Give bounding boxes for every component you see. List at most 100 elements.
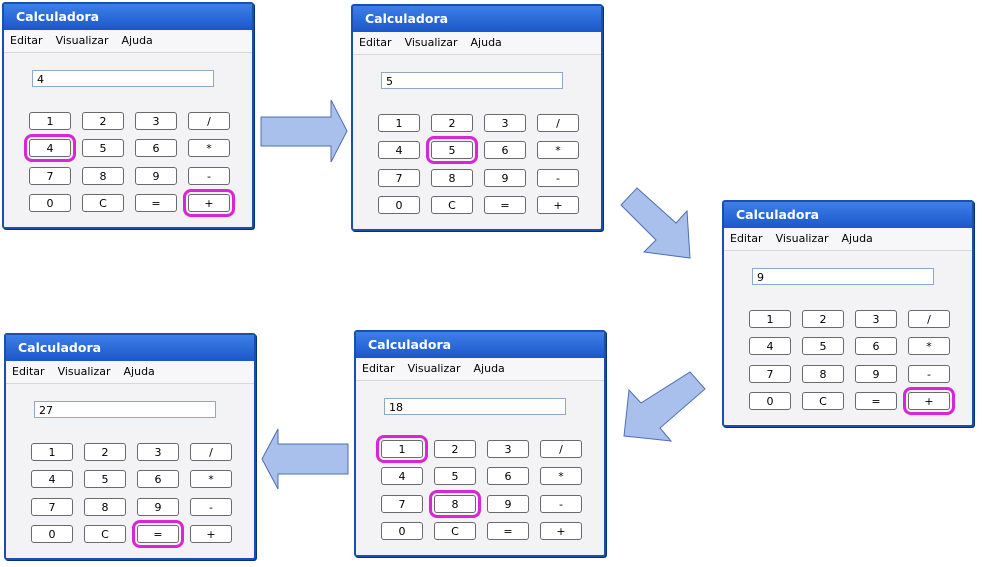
key-button[interactable]: = — [855, 392, 897, 410]
key-button[interactable]: 3 — [855, 310, 897, 328]
menu-item-editar[interactable]: Editar — [730, 232, 763, 245]
display-field: 9 — [752, 268, 934, 285]
key-button[interactable]: 3 — [484, 114, 526, 132]
key-button[interactable]: 5 — [84, 470, 126, 488]
key-button[interactable]: C — [84, 525, 126, 543]
key-button[interactable]: 1 — [376, 435, 428, 463]
key-button[interactable]: * — [537, 141, 579, 159]
key-button[interactable]: 1 — [749, 310, 791, 328]
key-button[interactable]: 9 — [484, 169, 526, 187]
key-button[interactable]: 3 — [135, 112, 177, 130]
menu-item-ajuda[interactable]: Ajuda — [473, 362, 505, 375]
menu-item-visualizar[interactable]: Visualizar — [57, 365, 111, 378]
key-button[interactable]: - — [908, 365, 950, 383]
key-button[interactable]: 1 — [31, 443, 73, 461]
menu-item-ajuda[interactable]: Ajuda — [121, 34, 153, 47]
key-button[interactable]: / — [190, 443, 232, 461]
key-button[interactable]: + — [537, 196, 579, 214]
key-button[interactable]: 7 — [381, 495, 423, 513]
menu-item-visualizar[interactable]: Visualizar — [55, 34, 109, 47]
key-button[interactable]: C — [434, 522, 476, 540]
key-button[interactable]: 9 — [135, 167, 177, 185]
key-button[interactable]: 2 — [802, 310, 844, 328]
key-button[interactable]: 4 — [31, 470, 73, 488]
key-button[interactable]: - — [540, 495, 582, 513]
key-button[interactable]: 7 — [749, 365, 791, 383]
key-button[interactable]: 8 — [802, 365, 844, 383]
key-button[interactable]: C — [82, 194, 124, 212]
menu-item-ajuda[interactable]: Ajuda — [841, 232, 873, 245]
key-button[interactable]: 7 — [29, 167, 71, 185]
key-button[interactable]: 2 — [84, 443, 126, 461]
key-button[interactable]: 6 — [487, 467, 529, 485]
key-button[interactable]: 1 — [378, 114, 420, 132]
key-button[interactable]: 4 — [381, 467, 423, 485]
key-button[interactable]: 0 — [31, 525, 73, 543]
key-button[interactable]: / — [908, 310, 950, 328]
key-button[interactable]: 5 — [802, 337, 844, 355]
key-button[interactable]: 7 — [378, 169, 420, 187]
key-button[interactable]: 6 — [855, 337, 897, 355]
key-button[interactable]: 6 — [137, 470, 179, 488]
menu-item-visualizar[interactable]: Visualizar — [404, 36, 458, 49]
key-button[interactable]: 8 — [429, 490, 481, 518]
key-button[interactable]: * — [190, 470, 232, 488]
menu-item-ajuda[interactable]: Ajuda — [123, 365, 155, 378]
key-button[interactable]: / — [537, 114, 579, 132]
key-button[interactable]: / — [188, 112, 230, 130]
key-button[interactable]: + — [903, 387, 955, 415]
key-button[interactable]: 5 — [82, 139, 124, 157]
key-button[interactable]: - — [188, 167, 230, 185]
key-button[interactable]: = — [135, 194, 177, 212]
key-button[interactable]: 0 — [378, 196, 420, 214]
key-button[interactable]: = — [132, 520, 184, 548]
menu-item-editar[interactable]: Editar — [10, 34, 43, 47]
key-button[interactable]: 8 — [82, 167, 124, 185]
key-button[interactable]: 3 — [487, 440, 529, 458]
menu-item-editar[interactable]: Editar — [12, 365, 45, 378]
key-button[interactable]: * — [188, 139, 230, 157]
key-button[interactable]: 4 — [749, 337, 791, 355]
key-button[interactable]: 6 — [135, 139, 177, 157]
key-button[interactable]: + — [540, 522, 582, 540]
key-button[interactable]: 0 — [749, 392, 791, 410]
key-button[interactable]: 2 — [434, 440, 476, 458]
key-button[interactable]: 6 — [484, 141, 526, 159]
key-button[interactable]: 7 — [31, 498, 73, 516]
key-button[interactable]: 2 — [431, 114, 473, 132]
key-button[interactable]: 4 — [24, 134, 76, 162]
key-button[interactable]: 9 — [487, 495, 529, 513]
key-button[interactable]: * — [540, 467, 582, 485]
key-button[interactable]: 4 — [378, 141, 420, 159]
key-button[interactable]: 2 — [82, 112, 124, 130]
key-button[interactable]: 1 — [29, 112, 71, 130]
key-button[interactable]: * — [908, 337, 950, 355]
key-button[interactable]: / — [540, 440, 582, 458]
arrow-right — [260, 99, 348, 163]
menu-bar: Editar Visualizar Ajuda — [353, 32, 601, 55]
key-button[interactable]: 9 — [855, 365, 897, 383]
menu-item-visualizar[interactable]: Visualizar — [775, 232, 829, 245]
key-button[interactable]: = — [487, 522, 529, 540]
key-button[interactable]: 5 — [434, 467, 476, 485]
key-button[interactable]: C — [802, 392, 844, 410]
key-button[interactable]: 0 — [29, 194, 71, 212]
key-button[interactable]: 5 — [426, 136, 478, 164]
menu-item-ajuda[interactable]: Ajuda — [470, 36, 502, 49]
key-button[interactable]: C — [431, 196, 473, 214]
key-button[interactable]: = — [484, 196, 526, 214]
menu-item-visualizar[interactable]: Visualizar — [407, 362, 461, 375]
key-button[interactable]: - — [537, 169, 579, 187]
key-button[interactable]: + — [183, 189, 235, 217]
key-button[interactable]: 3 — [137, 443, 179, 461]
key-button[interactable]: 0 — [381, 522, 423, 540]
key-button[interactable]: 8 — [431, 169, 473, 187]
key-button[interactable]: 9 — [137, 498, 179, 516]
key-button[interactable]: + — [190, 525, 232, 543]
menu-item-editar[interactable]: Editar — [362, 362, 395, 375]
key-button[interactable]: 8 — [84, 498, 126, 516]
key-button[interactable]: - — [190, 498, 232, 516]
menu-item-editar[interactable]: Editar — [359, 36, 392, 49]
